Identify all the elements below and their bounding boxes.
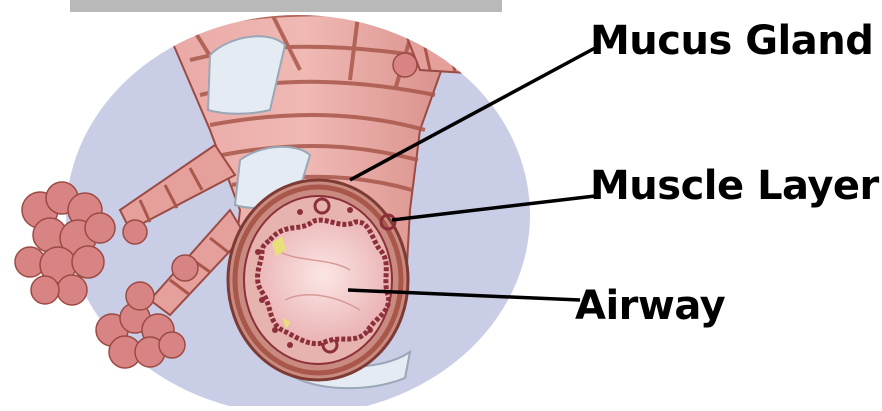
airway-lining: [258, 220, 389, 344]
alveolus: [448, 16, 476, 44]
airway-cross-section: [228, 180, 408, 380]
airway-label: Airway: [575, 283, 725, 329]
alveolus: [393, 53, 417, 77]
muscle-layer-label: Muscle Layer: [590, 163, 879, 209]
top-bar: [70, 0, 502, 12]
mucus-gland-label: Mucus Gland: [590, 18, 873, 64]
